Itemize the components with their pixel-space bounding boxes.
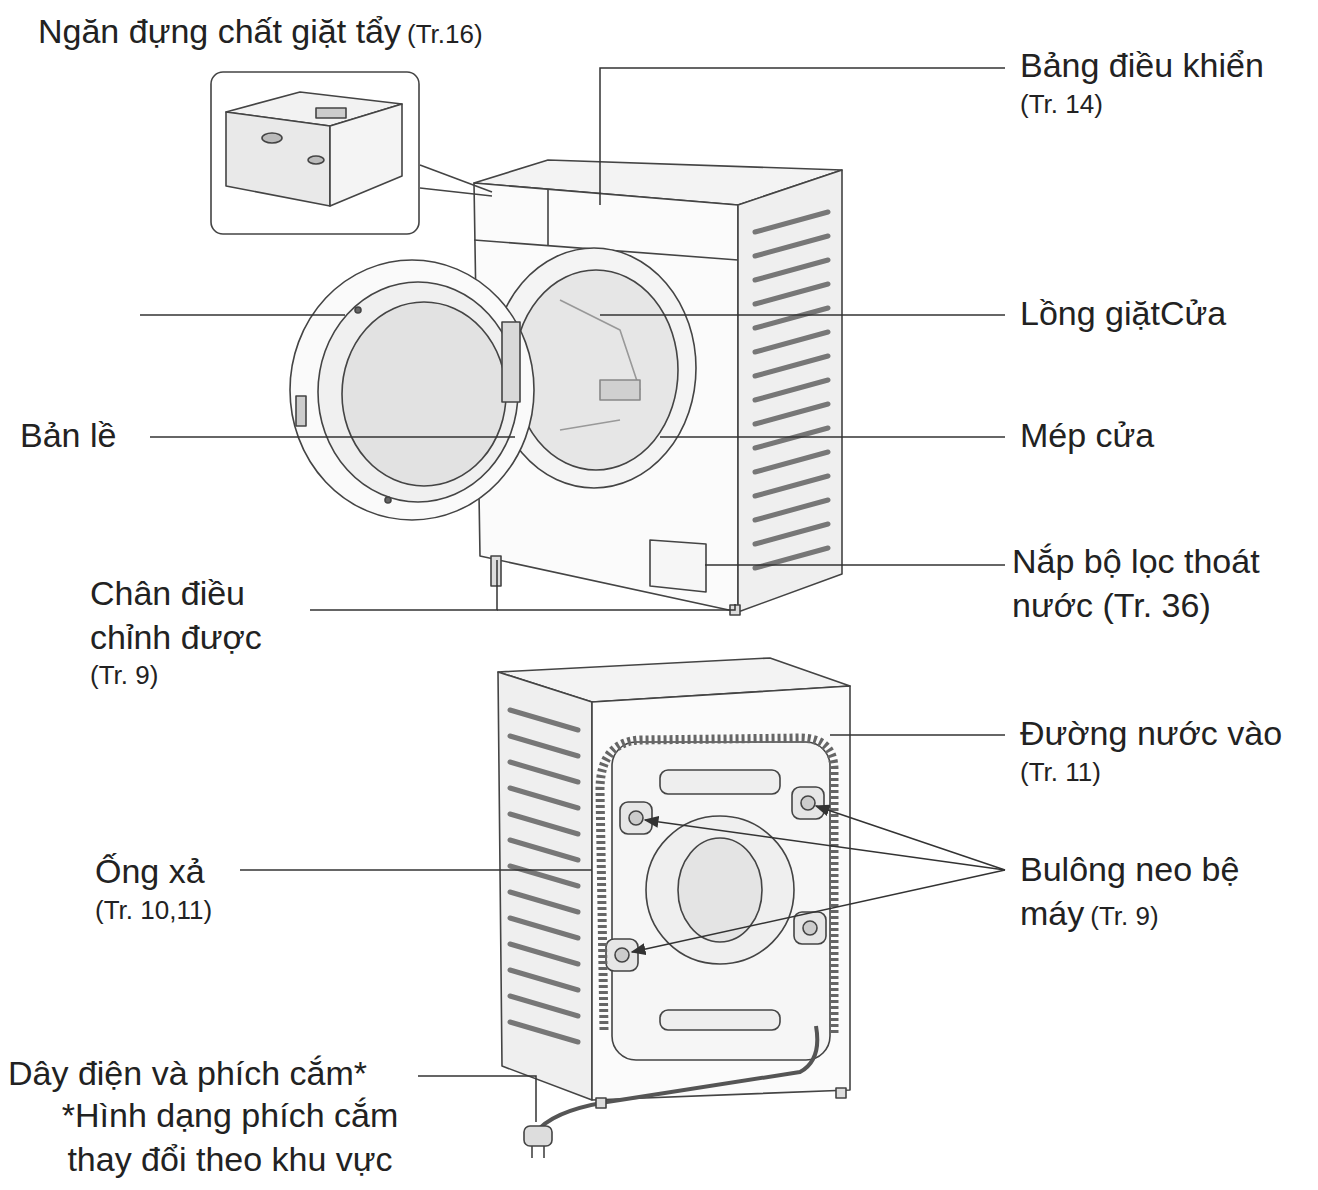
label-group: Ngăn đựng chất giặt tẩy(Tr.16) xyxy=(38,10,483,54)
label-group: Nắp bộ lọc thoát nước (Tr. 36) xyxy=(1012,540,1312,627)
part-label: Đường nước vào xyxy=(1020,712,1282,756)
label-group: Mép cửa xyxy=(1020,414,1154,458)
label-group: Bản lề xyxy=(20,414,116,458)
leader-lines xyxy=(140,68,1005,1122)
part-label: Chân điều chỉnh được xyxy=(90,572,300,659)
part-label: Nắp bộ lọc thoát nước (Tr. 36) xyxy=(1012,540,1312,627)
part-label: *Hình dạng phích cắm thay đổi theo khu v… xyxy=(40,1094,420,1181)
page-reference: (Tr. 14) xyxy=(1020,88,1264,121)
part-label: Mép cửa xyxy=(1020,414,1154,458)
page-reference: (Tr. 9) xyxy=(90,659,300,692)
label-group: Dây điện và phích cắm* xyxy=(8,1052,367,1096)
part-label: Ngăn đựng chất giặt tẩy xyxy=(38,12,401,50)
part-label: Ống xả xyxy=(95,850,212,894)
part-label: Lồng giặtCửa xyxy=(1020,292,1226,336)
label-group: Chân điều chỉnh được(Tr. 9) xyxy=(90,572,300,692)
part-label: Bản lề xyxy=(20,414,116,458)
page-reference: (Tr. 9) xyxy=(1090,901,1158,931)
label-group: Bulông neo bệ máy(Tr. 9) xyxy=(1020,848,1280,935)
label-group: Ống xả(Tr. 10,11) xyxy=(95,850,212,927)
label-group: Lồng giặtCửa xyxy=(1020,292,1226,336)
part-label: Dây điện và phích cắm* xyxy=(8,1052,367,1096)
page-reference: (Tr. 10,11) xyxy=(95,894,212,927)
part-label: Bảng điều khiển xyxy=(1020,44,1264,88)
label-group: Bảng điều khiển(Tr. 14) xyxy=(1020,44,1264,121)
page-reference: (Tr.16) xyxy=(407,19,483,49)
label-group: Đường nước vào(Tr. 11) xyxy=(1020,712,1282,789)
page-reference: (Tr. 11) xyxy=(1020,756,1282,789)
label-group: *Hình dạng phích cắm thay đổi theo khu v… xyxy=(40,1094,420,1181)
